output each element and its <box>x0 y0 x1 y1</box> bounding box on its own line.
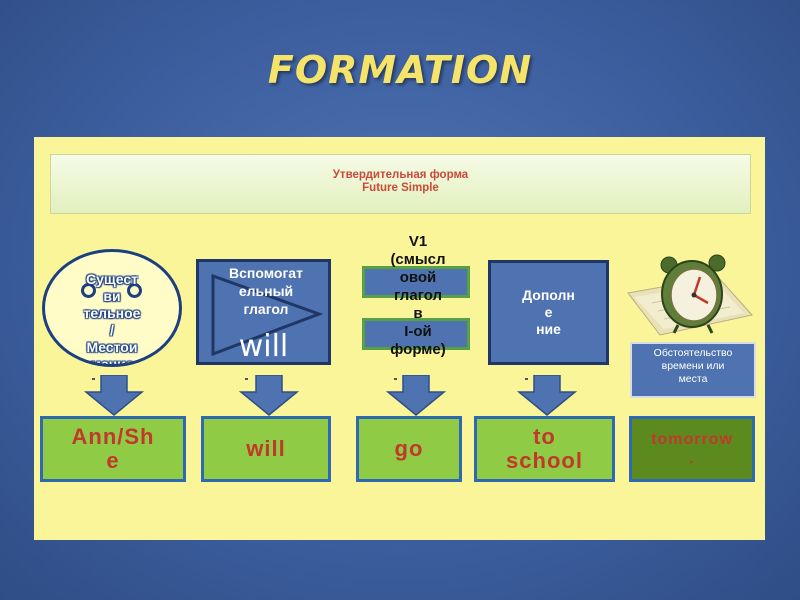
object-label-line: е <box>544 304 553 320</box>
auxiliary-label-line: Вспомогат <box>229 265 303 281</box>
smiley-left-eye-icon <box>81 283 96 298</box>
example-object-line: to <box>533 424 556 449</box>
main-verb-label: V1 (смысл овой глагол в I-ой форме) <box>358 233 478 359</box>
subject-label-line: мение <box>90 356 134 367</box>
object-label-line: Дополн <box>522 287 575 303</box>
main-verb-label-line: глагол <box>393 287 443 304</box>
dot-marker <box>245 378 248 380</box>
example-object-box: to school <box>474 416 615 482</box>
dot-marker <box>525 378 528 380</box>
example-subject-box: Ann/Sh e <box>40 416 186 482</box>
subject-label-line: / <box>110 322 114 338</box>
main-verb-label-line: (смысл <box>390 251 446 268</box>
dot-marker <box>394 378 397 380</box>
smiley-right-eye-icon <box>127 283 142 298</box>
verb-green-bar-bottom <box>362 318 470 350</box>
auxiliary-word: will <box>238 329 289 364</box>
subject-smiley-box: Сущест ви тельное / Местои мение <box>42 249 182 367</box>
adverbial-label-line: времени или <box>661 360 725 372</box>
object-label-line: ние <box>536 321 561 337</box>
down-arrow-icon <box>84 375 144 416</box>
example-object-line: school <box>506 448 583 473</box>
main-verb-label-line: V1 <box>408 233 428 250</box>
diagram-panel: Утвердительная форма Future Simple Сущес… <box>34 137 765 540</box>
example-subject-line: e <box>106 448 120 473</box>
down-arrow-icon <box>239 375 299 416</box>
main-verb-label-line: овой <box>399 269 437 286</box>
example-adverbial-box: tomorrow . <box>629 416 755 482</box>
adverbial-label-line: Обстоятельство <box>653 347 733 359</box>
alarm-clock-icon <box>627 254 753 336</box>
subject-label-line: тельное <box>83 305 141 321</box>
adverbial-box: Обстоятельство времени или места <box>630 342 756 398</box>
down-arrow-icon <box>386 375 446 416</box>
main-verb-label-line: форме) <box>390 341 446 358</box>
subject-label-line: ви <box>103 288 121 304</box>
auxiliary-verb-box: Вспомогат ельный глагол will <box>196 259 331 365</box>
example-auxiliary-box: will <box>201 416 331 482</box>
auxiliary-label-line: глагол <box>243 301 289 317</box>
auxiliary-label: Вспомогат ельный глагол <box>203 264 329 318</box>
slide-title: FORMATION <box>267 48 533 92</box>
banner-line-2: Future Simple <box>362 182 439 194</box>
example-subject-line: Ann/Sh <box>71 424 155 449</box>
verb-green-bar-top <box>362 266 470 298</box>
auxiliary-label-line: ельный <box>238 283 294 299</box>
banner-title: Утвердительная форма Future Simple <box>50 154 751 214</box>
triangle-shape-icon <box>211 273 324 357</box>
adverbial-label-line: места <box>678 373 708 385</box>
example-auxiliary-text: will <box>246 436 286 461</box>
main-verb-label-line: в <box>413 305 423 322</box>
subject-label: Сущест ви тельное / Местои мение <box>45 271 179 367</box>
subject-label-line: Местои <box>86 339 138 355</box>
down-arrow-icon <box>517 375 577 416</box>
object-box: Дополн е ние <box>488 260 609 365</box>
main-verb-label-line: I-ой <box>404 323 432 340</box>
dot-marker <box>92 378 95 380</box>
example-verb-box: go <box>356 416 462 482</box>
subject-label-line: Сущест <box>86 271 138 287</box>
example-verb-text: go <box>394 436 424 461</box>
banner-line-1: Утвердительная форма <box>332 169 469 181</box>
example-adverbial-line: . <box>689 450 695 467</box>
example-adverbial-line: tomorrow <box>651 431 733 448</box>
